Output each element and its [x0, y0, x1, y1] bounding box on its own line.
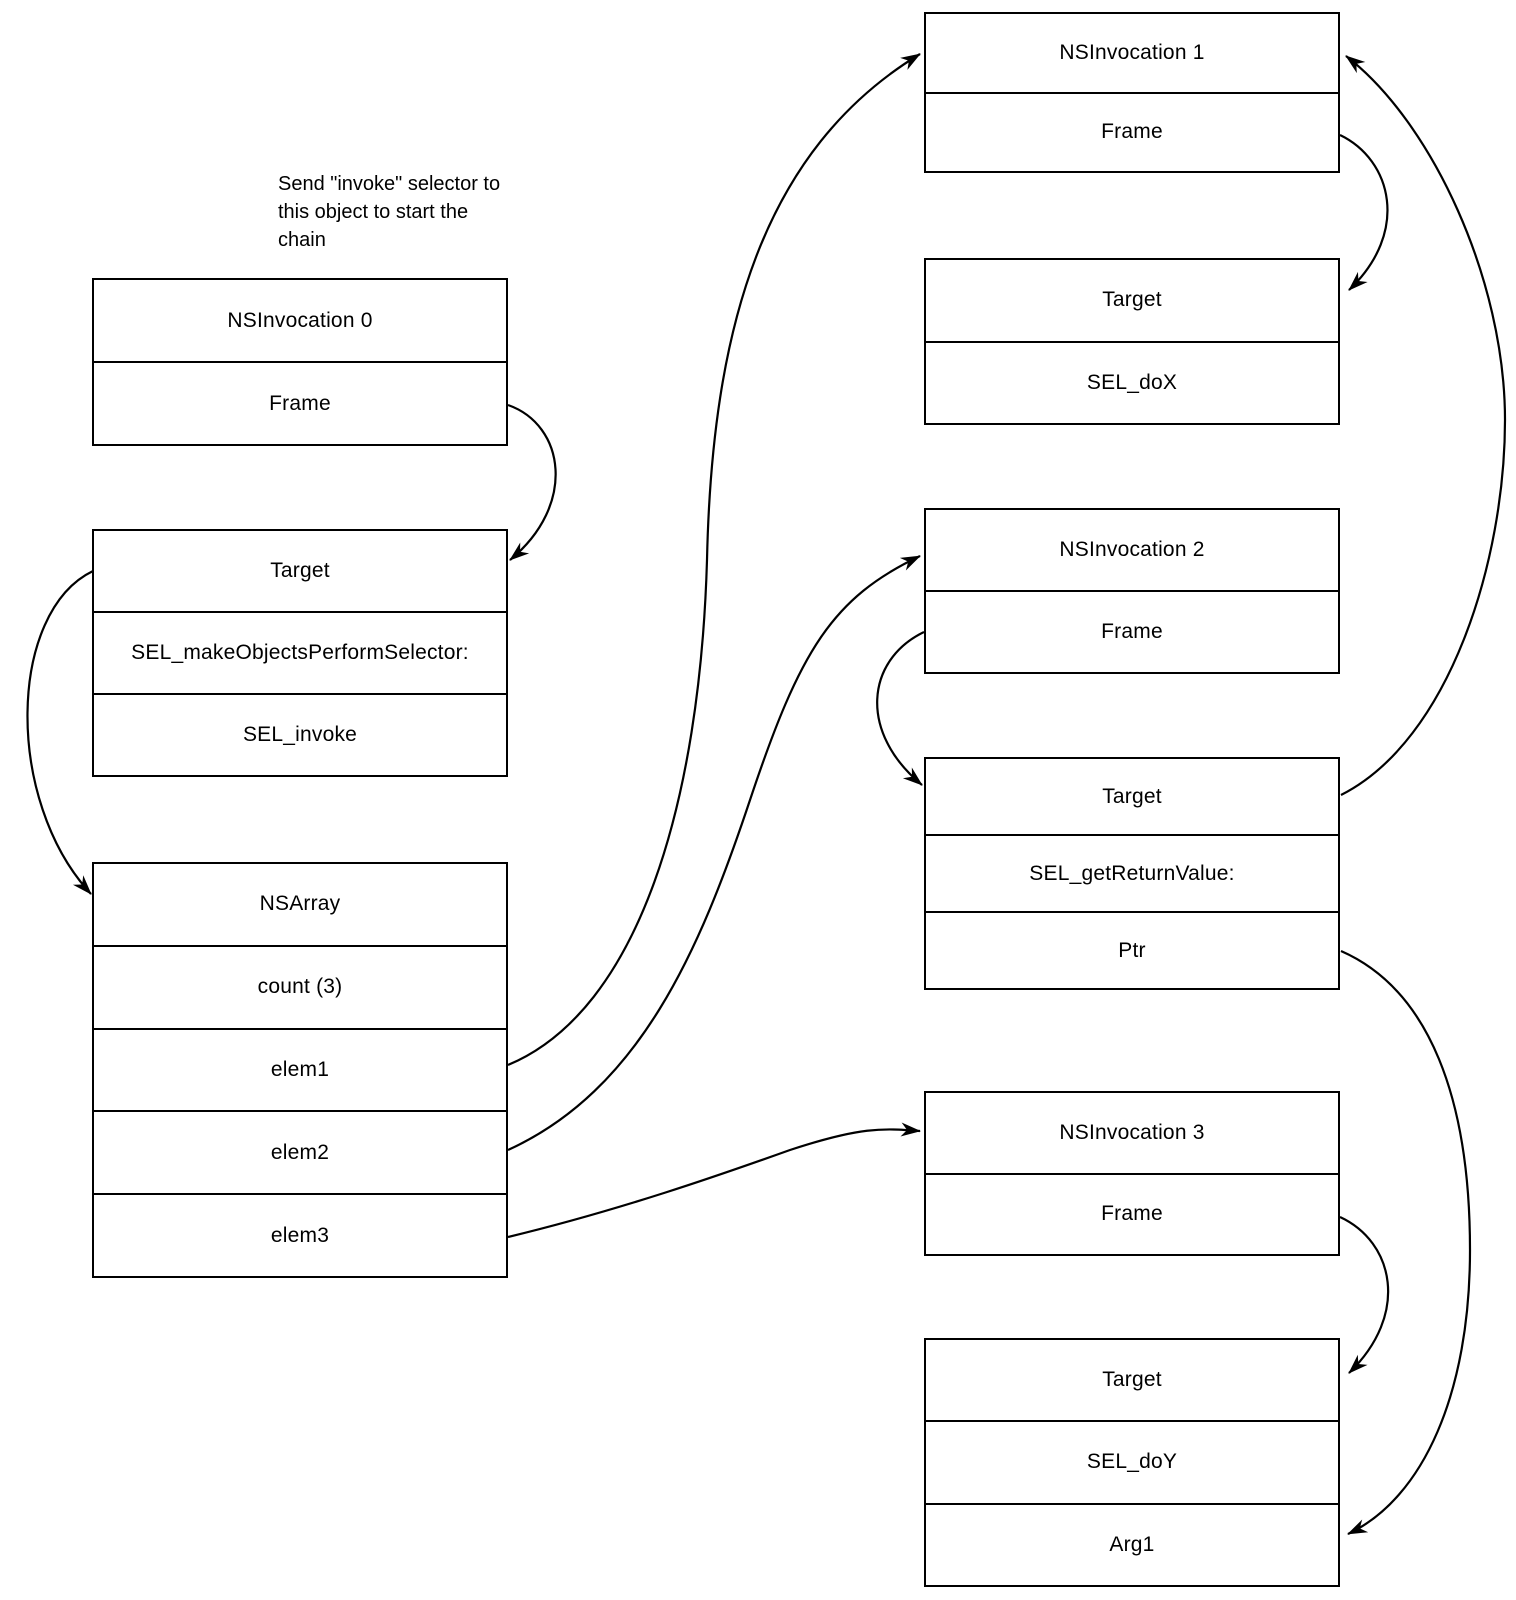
box-target-doy: Target SEL_doY Arg1 [924, 1338, 1340, 1587]
box-nsinvocation-2: NSInvocation 2 Frame [924, 508, 1340, 674]
box-row-elem3: elem3 [94, 1193, 506, 1276]
arrow-nsinvocation0-frame-to-target-invoke [507, 403, 557, 561]
box-row-frame: Frame [926, 590, 1338, 672]
box-row-count: count (3) [94, 944, 506, 1028]
box-row-target: Target [270, 559, 330, 582]
box-row-sel-getreturnvalue: SEL_getReturnValue: [926, 834, 1338, 911]
box-row-target: Target [1102, 288, 1162, 312]
box-row-elem2: elem2 [94, 1110, 506, 1193]
box-target-dox: Target SEL_doX [924, 258, 1340, 425]
box-row-arg1: Arg1 [926, 1502, 1338, 1585]
box-row-title: NSArray [259, 892, 341, 916]
arrow-ptr-to-arg1 [1340, 949, 1472, 1535]
box-row-elem1: elem1 [94, 1027, 506, 1111]
box-row-target: Target [1102, 1368, 1162, 1392]
annotation-line: chain [278, 229, 326, 251]
annotation-line: this object to start the [278, 201, 469, 223]
box-nsinvocation-3: NSInvocation 3 Frame [924, 1091, 1340, 1256]
box-row-ptr: Ptr [926, 911, 1338, 988]
annotation-line: Send "invoke" selector to [278, 173, 501, 195]
arrow-elem3-to-nsinvocation3 [507, 1122, 921, 1239]
annotation-note: Send "invoke" selector to this object to… [278, 170, 598, 254]
box-row-frame: Frame [926, 1172, 1338, 1255]
box-row-title: NSInvocation 0 [227, 308, 373, 332]
box-nsinvocation-1: NSInvocation 1 Frame [924, 12, 1340, 173]
box-row-title: NSInvocation 3 [1059, 1120, 1205, 1144]
box-nsarray: NSArray count (3) elem1 elem2 elem3 [92, 862, 508, 1278]
arrow-nsinvocation1-frame-to-target-dox [1339, 134, 1389, 291]
box-row-target: Target [1102, 784, 1162, 808]
arrow-target-invoke-to-nsarray [26, 570, 94, 895]
box-target-invoke: Target SEL_makeObjectsPerformSelector: S… [92, 529, 508, 777]
box-row-sel-dox: SEL_doX [926, 340, 1338, 424]
box-row-selector: SEL_makeObjectsPerformSelector: [94, 611, 506, 693]
box-row-sel-doy: SEL_doY [926, 1420, 1338, 1502]
arrow-target-getreturnvalue-to-nsinvocation1 [1340, 55, 1507, 796]
box-row-frame: Frame [94, 361, 506, 444]
arrow-nsinvocation3-frame-to-target-doy [1339, 1216, 1390, 1374]
box-row-frame: Frame [926, 91, 1338, 172]
box-row-title: NSInvocation 2 [1059, 538, 1205, 561]
box-row-sel-invoke: SEL_invoke [94, 693, 506, 775]
box-target-getreturnvalue: Target SEL_getReturnValue: Ptr [924, 757, 1340, 990]
arrow-elem2-to-nsinvocation2 [507, 555, 921, 1152]
arrow-nsinvocation2-frame-to-target-getreturnvalue [876, 631, 925, 786]
box-row-title: NSInvocation 1 [1059, 40, 1205, 64]
box-nsinvocation-0: NSInvocation 0 Frame [92, 278, 508, 446]
